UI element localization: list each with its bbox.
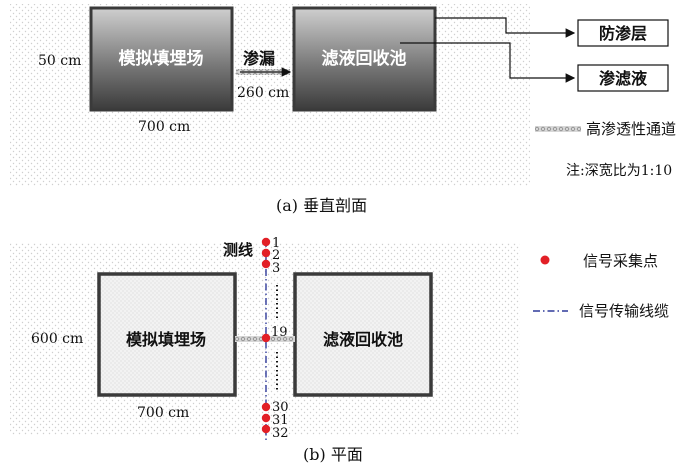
callout-leachate-text: 渗滤液: [599, 69, 648, 88]
signal-point: [261, 259, 271, 269]
point-number: 19: [271, 325, 288, 340]
vertical-pool-label: 滤液回收池: [322, 48, 407, 69]
legend-point-marker: [540, 255, 550, 265]
point-number: 2: [272, 248, 280, 263]
plan-height-label: 600 cm: [31, 331, 83, 347]
legend-point-text: 信号采集点: [583, 252, 658, 270]
aspect-ratio-note: 注:深宽比为1:10: [566, 162, 672, 179]
vertical-landfill-label: 模拟填埋场: [119, 48, 204, 69]
survey-line-label: 测线: [223, 241, 253, 259]
plan-pool-box: [293, 272, 433, 397]
gap-distance-label: 260 cm: [237, 85, 289, 101]
signal-point: [261, 248, 271, 258]
point-number: 1: [272, 236, 280, 251]
vertical-landfill-box: [89, 6, 234, 112]
callout-box-liner: [577, 19, 669, 47]
signal-point: [261, 413, 271, 423]
plan-landfill-box: [97, 272, 237, 397]
callout-box-leachate: [577, 64, 669, 92]
point-number: 31: [272, 413, 289, 428]
plan-width-label: 700 cm: [137, 405, 189, 421]
signal-point: [261, 333, 271, 343]
callout-line-leachate: [400, 42, 576, 83]
caption-a: (a) 垂直剖面: [276, 196, 367, 215]
signal-point: [261, 402, 271, 412]
signal-point: [261, 424, 271, 434]
plan-landfill-label: 模拟填埋场: [126, 330, 206, 349]
point-number: 3: [272, 261, 280, 276]
point-number: 30: [272, 400, 289, 415]
plan-pool-label: 滤液回收池: [323, 330, 403, 349]
legend-cable-text: 信号传输线缆: [579, 302, 669, 320]
legend-channel-swatch: [535, 126, 581, 132]
legend-channel-text: 高渗透性通道: [586, 120, 676, 138]
vertical-leachate-pool-box: [292, 6, 437, 112]
leak-label: 渗漏: [243, 49, 275, 68]
point-number: 32: [272, 426, 289, 441]
vertical-depth-label: 50 cm: [38, 53, 81, 69]
vertical-width-label: 700 cm: [138, 119, 190, 135]
caption-b: (b) 平面: [303, 445, 363, 464]
signal-point: [261, 237, 271, 247]
callout-line-liner: [435, 17, 576, 38]
callout-liner-text: 防渗层: [599, 24, 647, 43]
